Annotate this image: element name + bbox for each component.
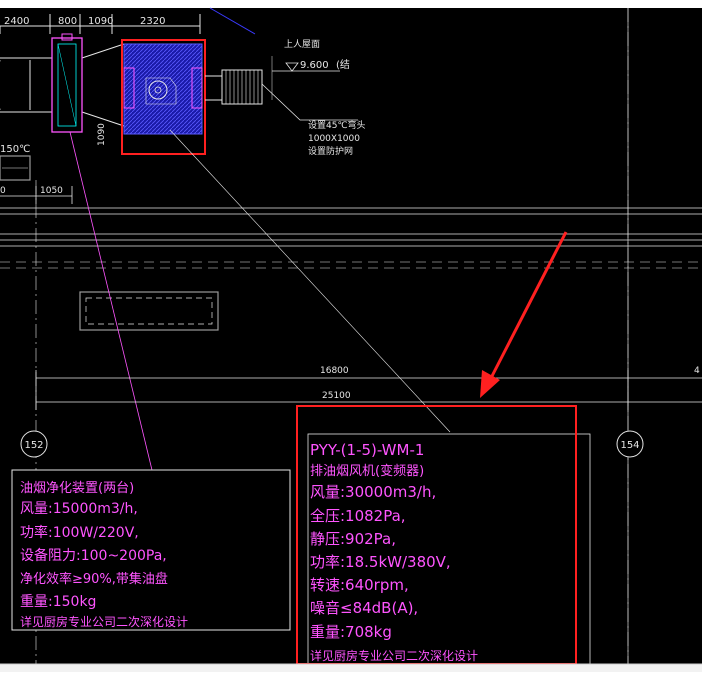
purifier-airflow: 风量:15000m3/h, — [20, 501, 138, 517]
louver — [205, 69, 263, 105]
purifier-resistance: 设备阻力:100~200Pa, — [20, 547, 167, 564]
fire-damper-symbol — [0, 155, 31, 181]
fan-airflow: 风量:30000m3/h, — [310, 483, 436, 501]
dim-0: 0 — [0, 186, 6, 196]
fan-remark: 详见厨房专业公司二次深化设计 — [310, 648, 478, 663]
fan-noise: 噪音≤84dB(A), — [310, 599, 418, 617]
axis-bubble-left — [20, 430, 48, 458]
purifier-weight: 重量:150kg — [20, 594, 96, 610]
temperature-label: 150℃ — [0, 144, 30, 155]
elevation-tail: (结 — [336, 58, 350, 71]
fan-total-pressure: 全压:1082Pa, — [310, 507, 406, 525]
fan-title: 排油烟风机(变频器) — [310, 463, 424, 479]
axis-bubble-right — [616, 430, 644, 458]
dim-4: 4 — [694, 366, 700, 376]
fan-note-frame — [307, 433, 591, 665]
roof-label: 上人屋面 — [284, 39, 320, 50]
purifier-title: 油烟净化装置(两台) — [20, 481, 134, 496]
exhaust-fan — [123, 43, 203, 135]
blue-leader-line — [209, 7, 256, 35]
status-strip — [0, 664, 702, 672]
louver-note-2: 1000X1000 — [308, 134, 360, 144]
purifier-efficiency: 净化效率≥90%,带集油盘 — [20, 571, 168, 587]
louver-note-3: 设置防护网 — [308, 145, 353, 157]
dim-1050: 1050 — [40, 186, 63, 196]
dim-chain-1050 — [0, 186, 73, 204]
dim-1090-vertical: 1090 — [97, 123, 107, 146]
axis-label-right: 154 — [620, 440, 639, 451]
elevation-marker — [271, 56, 340, 100]
purifier-leader-line — [69, 131, 153, 471]
equipment-outline — [79, 291, 219, 331]
dim-1090: 1090 — [88, 16, 113, 27]
dim-25100: 25100 — [322, 391, 351, 401]
dim-16800: 16800 — [320, 366, 349, 376]
fan-weight: 重量:708kg — [310, 623, 392, 641]
fan-static-pressure: 静压:902Pa, — [310, 530, 396, 548]
louver-leader — [261, 83, 358, 121]
elevation-value: 9.600 — [300, 60, 329, 71]
fan-code: PYY-(1-5)-WM-1 — [310, 441, 424, 459]
top-dimension-chain — [0, 14, 201, 34]
equipment-outline-dashed — [85, 297, 213, 325]
structural-lines — [0, 207, 702, 269]
dim-800: 800 — [58, 16, 77, 27]
oil-fume-purifier — [51, 33, 83, 133]
purifier-note-box — [11, 469, 291, 631]
fan-highlight-box-top — [121, 39, 206, 155]
bottom-dimension-chain — [35, 370, 702, 410]
purifier-remark: 详见厨房专业公司二次深化设计 — [20, 614, 188, 629]
fan-speed: 转速:640rpm, — [310, 576, 409, 594]
red-arrow — [480, 231, 568, 398]
fan-power: 功率:18.5kW/380V, — [310, 553, 451, 571]
fan-leader-line — [169, 129, 451, 433]
purifier-power: 功率:100W/220V, — [20, 524, 139, 541]
dim-2320: 2320 — [140, 16, 165, 27]
dim-2400: 2400 — [4, 16, 29, 27]
louver-note-1: 设置45℃弯头 — [308, 119, 366, 131]
axis-label-left: 152 — [24, 440, 43, 451]
